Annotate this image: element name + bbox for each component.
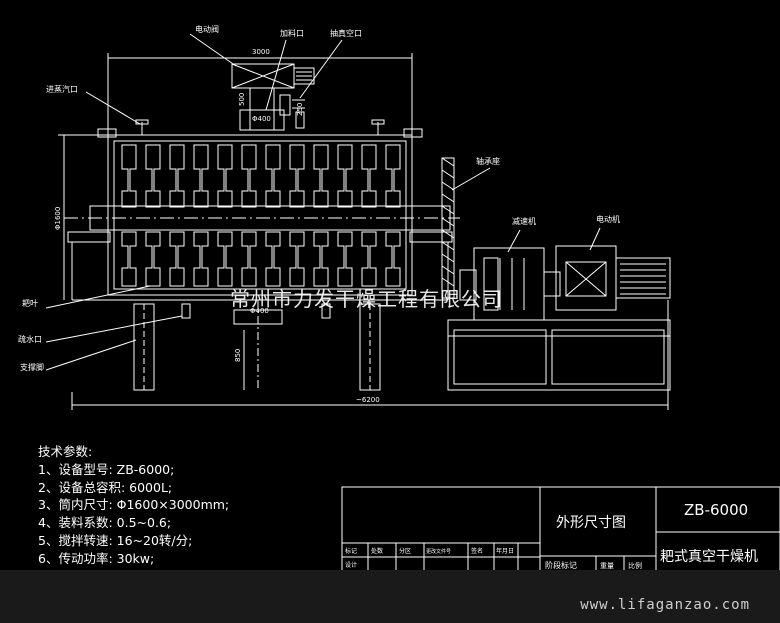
rake-blades <box>121 144 401 287</box>
tech-heading: 技术参数: <box>38 444 93 459</box>
tech-item-2: 2、设备总容积: 6000L; <box>38 479 173 495</box>
bottom-band <box>0 570 780 623</box>
tech-item-3: 3、筒内尺寸: Φ1600×3000mm; <box>38 497 230 513</box>
label-vacuum-port: 抽真空口 <box>330 28 362 38</box>
label-bearing-seat: 轴承座 <box>476 156 500 166</box>
label-motor: 电动机 <box>596 214 620 224</box>
label-feed-port: 加料口 <box>280 28 304 38</box>
top-motor <box>293 67 315 85</box>
tb-cell-sign: 签名 <box>471 547 483 555</box>
tb-cell-date: 年月日 <box>496 547 514 555</box>
tb-weight: 重量 <box>600 562 614 570</box>
tech-item-4: 4、装料系数: 0.5~0.6; <box>38 515 172 531</box>
dryer-body <box>107 134 413 296</box>
title-product-name: 耙式真空干燥机 <box>660 549 758 565</box>
dim-dia1600: Φ1600 <box>54 207 62 230</box>
bearing-seat <box>441 157 455 299</box>
company-watermark: 常州市力发干燥工程有限公司 <box>230 287 503 311</box>
label-top-valve: 电动阀 <box>195 24 219 34</box>
dim-6200: ~6200 <box>356 396 380 404</box>
dim-3000: 3000 <box>252 48 270 56</box>
drive-base <box>447 319 671 391</box>
label-steam-inlet: 进蒸汽口 <box>46 84 78 94</box>
title-drawing-name: 外形尺寸图 <box>556 515 626 531</box>
technical-parameters: 技术参数: 1、设备型号: ZB-6000; 2、设备总容积: 6000L; 3… <box>38 443 229 568</box>
label-drain: 疏水口 <box>18 334 42 344</box>
tech-item-1: 1、设备型号: ZB-6000; <box>38 461 175 477</box>
label-reducer: 减速机 <box>512 216 536 226</box>
title-model: ZB-6000 <box>684 501 748 519</box>
dim-dia400-bottom: Φ400 <box>250 307 269 315</box>
tb-cell-zone: 分区 <box>399 547 411 555</box>
website-url[interactable]: www.lifaganzao.com <box>580 597 750 613</box>
tech-item-6: 6、传动功率: 30kw; <box>38 550 155 566</box>
tb-stage-mark: 阶段标记 <box>545 560 577 570</box>
dim-250: 250 <box>296 103 304 116</box>
label-rake: 耙叶 <box>22 299 38 308</box>
dim-850: 850 <box>234 349 242 362</box>
tb-cell-mark: 标记 <box>345 547 357 555</box>
tb-cell-count: 处数 <box>371 547 383 555</box>
tb-cell-design: 设计 <box>345 561 357 569</box>
dim-dia400-top: Φ400 <box>252 115 271 123</box>
label-support: 支撑脚 <box>20 362 44 372</box>
tb-cell-change-doc: 更改文件号 <box>426 548 451 555</box>
dim-500: 500 <box>238 93 246 106</box>
tb-scale: 比例 <box>628 561 642 570</box>
tech-item-5: 5、搅拌转速: 16~20转/分; <box>38 532 193 548</box>
drive-motor <box>555 245 617 311</box>
